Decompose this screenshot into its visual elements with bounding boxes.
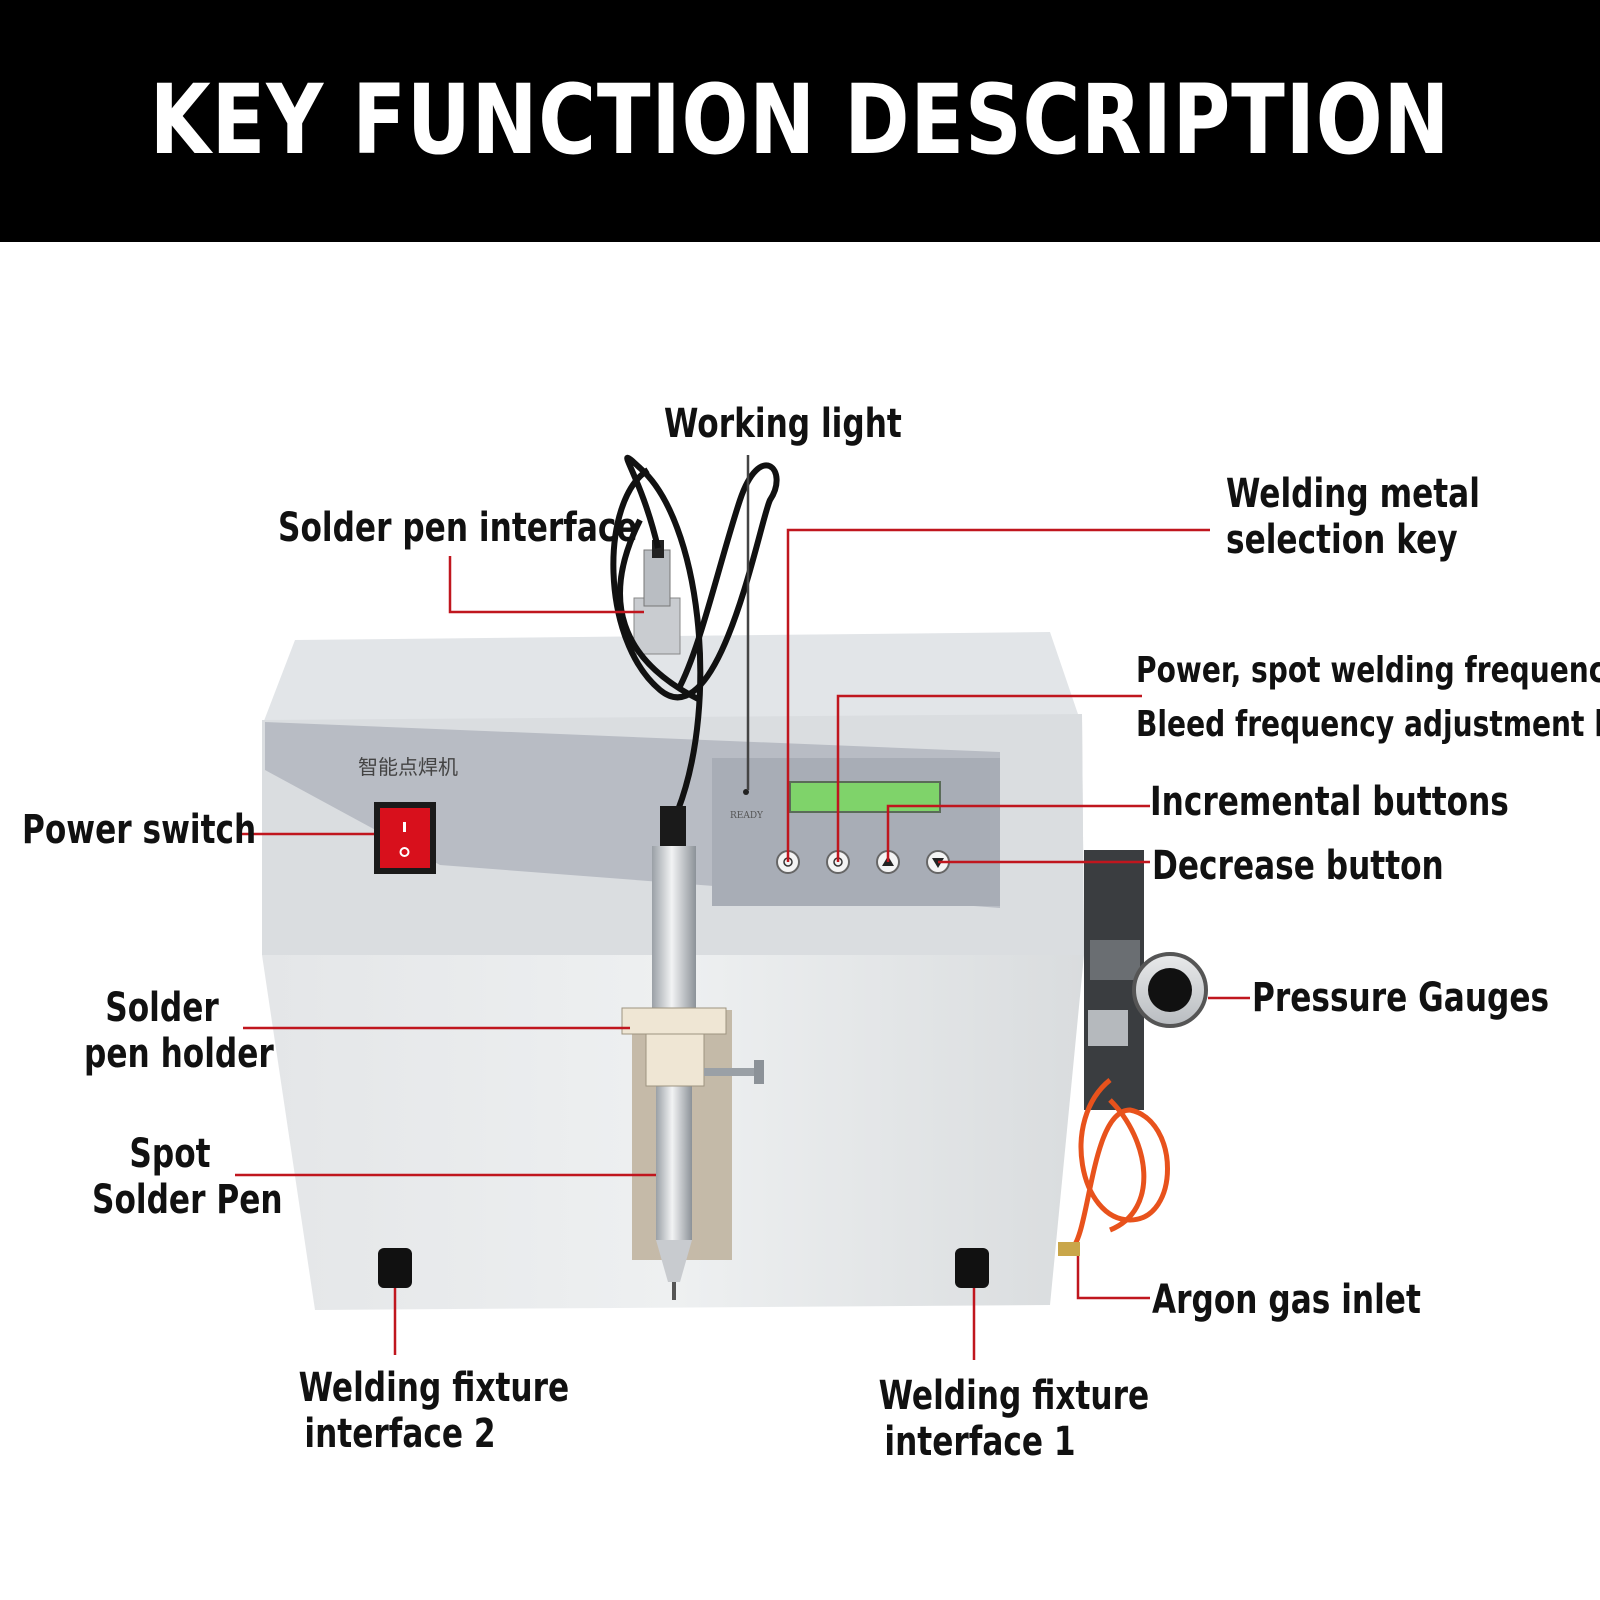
label-power-switch: Power switch <box>22 807 257 853</box>
label-working-light: Working light <box>664 401 902 447</box>
header-banner <box>0 0 1600 242</box>
power-switch-rocker <box>380 808 430 868</box>
label-argon-gas-inlet: Argon gas inlet <box>1152 1277 1421 1323</box>
leader-metal-select <box>786 528 1210 862</box>
label-spot-pen-line2: Solder Pen <box>92 1177 283 1223</box>
leader-solder-pen-interface <box>448 556 644 614</box>
label-fixture1-line2: interface 1 <box>884 1419 1076 1465</box>
label-pressure-gauges: Pressure Gauges <box>1252 975 1550 1021</box>
label-welding-metal-line2: selection key <box>1226 517 1458 563</box>
label-pen-holder-line1: Solder <box>105 985 219 1031</box>
display-panel <box>712 758 1000 906</box>
label-fixture2-line1: Welding fixture <box>298 1365 570 1411</box>
label-power-freq-line1: Power, spot welding frequency <box>1136 650 1600 691</box>
label-fixture2-line2: interface 2 <box>304 1411 496 1457</box>
leader-lines <box>235 455 1250 1360</box>
argon-inlet-fitting <box>1058 1242 1080 1256</box>
leader-frequency <box>836 694 1142 862</box>
solder-pen-cable <box>610 454 780 812</box>
page-title: KEY FUNCTION DESCRIPTION <box>149 64 1451 176</box>
label-welding-metal-line1: Welding metal <box>1226 471 1480 517</box>
pen-connector <box>633 597 681 655</box>
lcd-display <box>789 781 941 813</box>
leader-incremental <box>886 804 1150 862</box>
label-decrease-button: Decrease button <box>1152 843 1444 889</box>
fixture-interface-2 <box>378 1248 412 1288</box>
solder-pen-holder <box>621 1007 727 1035</box>
label-pen-holder-line2: pen holder <box>84 1031 274 1077</box>
leader-argon <box>1076 1256 1150 1300</box>
label-power-freq-line2: Bleed frequency adjustment key <box>1136 704 1600 745</box>
machine-top <box>262 632 1080 726</box>
fixture-interface-1 <box>955 1248 989 1288</box>
power-switch-on-mark <box>403 822 406 832</box>
label-spot-pen-line1: Spot <box>129 1131 211 1177</box>
ready-led <box>743 789 749 795</box>
pen-cable-boot <box>660 806 686 846</box>
power-switch-off-mark <box>399 847 410 857</box>
label-fixture1-line1: Welding fixture <box>878 1373 1150 1419</box>
argon-hose <box>1068 1078 1170 1253</box>
panel-brand-text: 智能点焊机 <box>358 755 458 779</box>
label-solder-pen-interface: Solder pen interface <box>278 505 638 551</box>
ready-text: READY <box>730 811 764 821</box>
label-incremental-buttons: Incremental buttons <box>1150 779 1509 825</box>
